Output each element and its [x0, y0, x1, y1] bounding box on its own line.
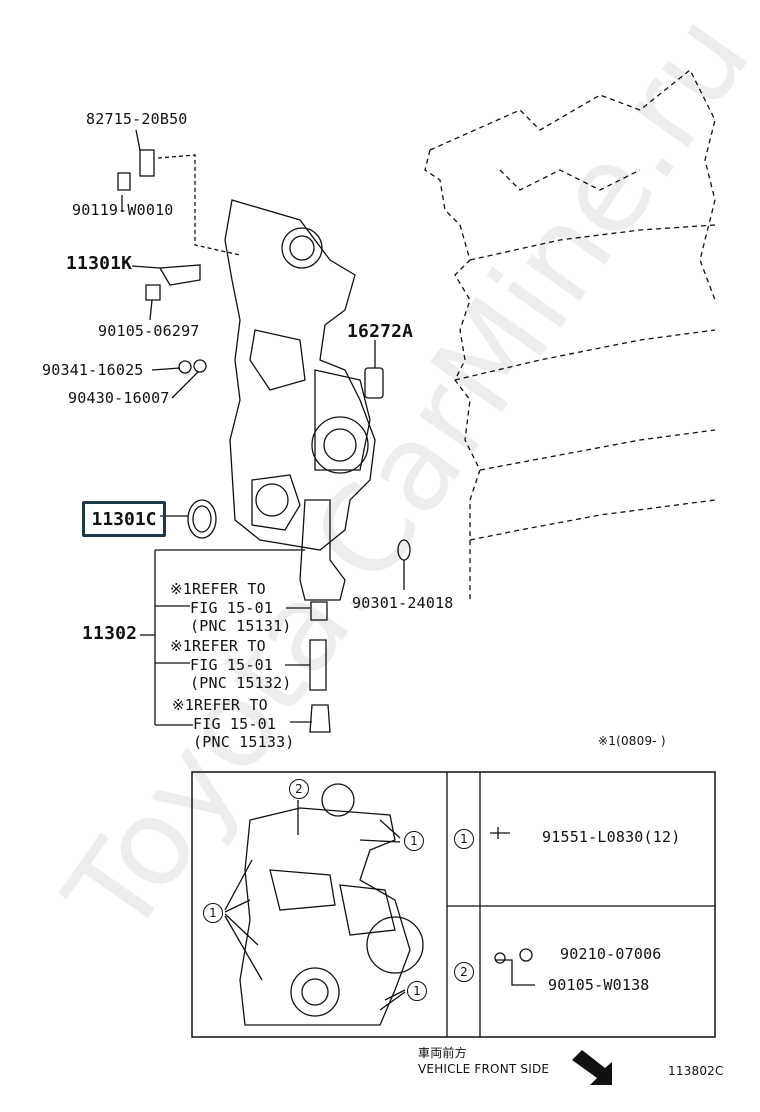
front-label-en: VEHICLE FRONT SIDE	[418, 1062, 550, 1076]
refer-note: ※1REFER TO	[172, 696, 268, 714]
part-90430: 90430-16007	[68, 389, 170, 407]
part-90301: 90301-24018	[352, 594, 454, 612]
front-arrow-icon	[572, 1050, 612, 1085]
front-label-jp: 車両前方	[418, 1046, 467, 1060]
part-90105-06297: 90105-06297	[98, 322, 200, 340]
legend-num-2: 2	[454, 962, 474, 982]
detail-callout-1: 1	[203, 903, 223, 923]
footnote: ※1(0809- )	[598, 734, 666, 748]
refer-pnc: (PNC 15132)	[190, 674, 292, 692]
legend-part-91551[interactable]: 91551-L0830(12)	[542, 828, 681, 846]
timing-cover	[224, 199, 376, 601]
refer-fig[interactable]: FIG 15-01	[193, 715, 277, 733]
refer-fig[interactable]: FIG 15-01	[190, 599, 274, 617]
bracket-part	[139, 149, 155, 177]
part-11301k: 11301K	[66, 253, 133, 274]
figure-id: 113802C	[668, 1064, 724, 1078]
part-82715: 82715-20B50	[86, 110, 188, 128]
engine-block-outline	[424, 68, 716, 600]
legend-num-1: 1	[454, 829, 474, 849]
refer-note: ※1REFER TO	[170, 580, 266, 598]
detail-callout-1: 1	[407, 981, 427, 1001]
part-11301c-highlight[interactable]: 11301C	[82, 501, 166, 537]
detail-cover-drawing	[224, 783, 424, 1026]
refer-pnc: (PNC 15131)	[190, 617, 292, 635]
refer-note: ※1REFER TO	[170, 637, 266, 655]
detail-callout-2: 2	[289, 779, 309, 799]
part-90341: 90341-16025	[42, 361, 144, 379]
legend-part-90210[interactable]: 90210-07006	[560, 945, 662, 963]
detail-callout-1: 1	[404, 831, 424, 851]
legend-part-90105-w0138[interactable]: 90105-W0138	[548, 976, 650, 994]
refer-pnc: (PNC 15133)	[193, 733, 295, 751]
part-90119: 90119-W0010	[72, 201, 174, 219]
detail-frame	[191, 771, 716, 1038]
part-16272a: 16272A	[347, 321, 414, 342]
part-11302: 11302	[82, 623, 138, 644]
refer-fig[interactable]: FIG 15-01	[190, 656, 274, 674]
